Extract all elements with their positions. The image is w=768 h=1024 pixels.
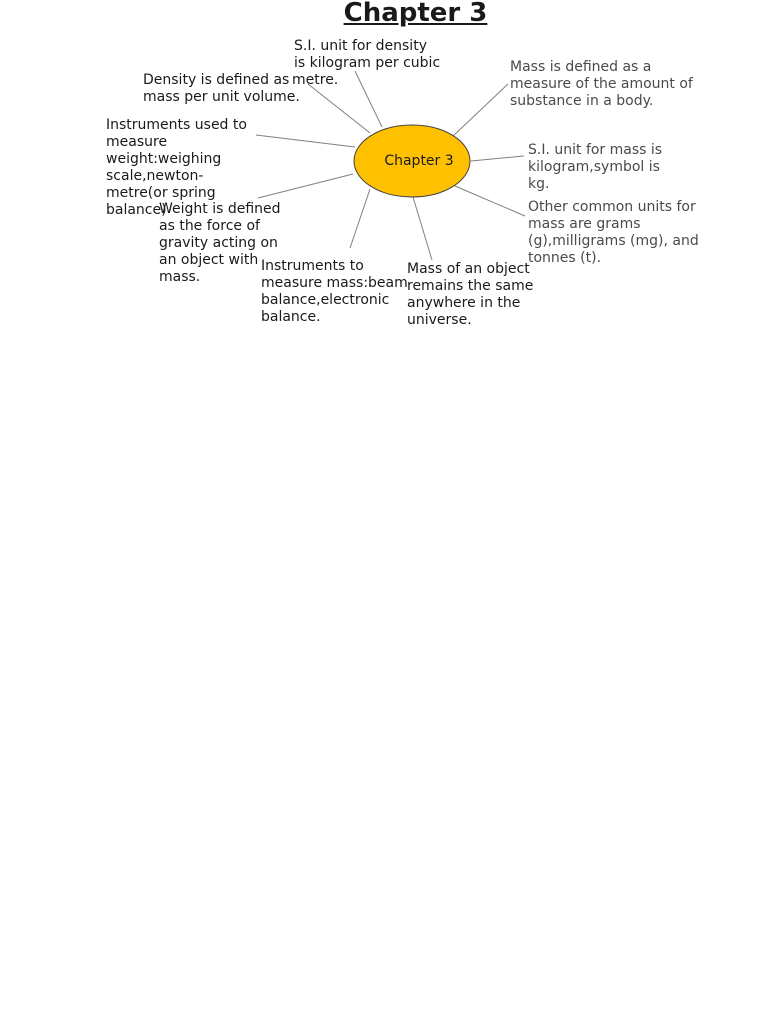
- note-weight-definition: Weight is defined as the force of gravit…: [159, 201, 281, 285]
- connector-density-def: [307, 83, 371, 134]
- note-mass-constant: Mass of an object remains the same anywh…: [407, 261, 534, 328]
- center-node: [353, 124, 471, 198]
- note-si-mass: S.I. unit for mass is kilogram,symbol is…: [528, 142, 663, 192]
- connector-weight-def: [257, 173, 354, 199]
- connector-si-density: [354, 70, 383, 128]
- note-other-mass-units: Other common units for mass are grams (g…: [528, 199, 699, 266]
- connector-other-units: [454, 185, 526, 217]
- note-metre-fragment: metre.: [292, 72, 339, 88]
- note-si-density: S.I. unit for density is kilogram per cu…: [294, 38, 441, 71]
- center-node-label: Chapter 3: [384, 153, 454, 169]
- connector-weight-instruments: [255, 134, 356, 148]
- note-mass-instruments: Instruments to measure mass:beam balance…: [261, 258, 408, 325]
- connector-si-mass: [470, 155, 525, 162]
- mind-map-diagram: [255, 70, 526, 261]
- connector-mass-def: [451, 83, 509, 138]
- note-mass-definition: Mass is defined as a measure of the amou…: [510, 59, 693, 109]
- note-weight-instruments: Instruments used to measure weight:weigh…: [106, 117, 247, 218]
- connector-mass-instruments: [349, 188, 371, 249]
- connector-mass-constant: [412, 196, 433, 261]
- note-density-definition: Density is defined as mass per unit volu…: [143, 72, 300, 105]
- page-title: Chapter 3: [343, 0, 488, 28]
